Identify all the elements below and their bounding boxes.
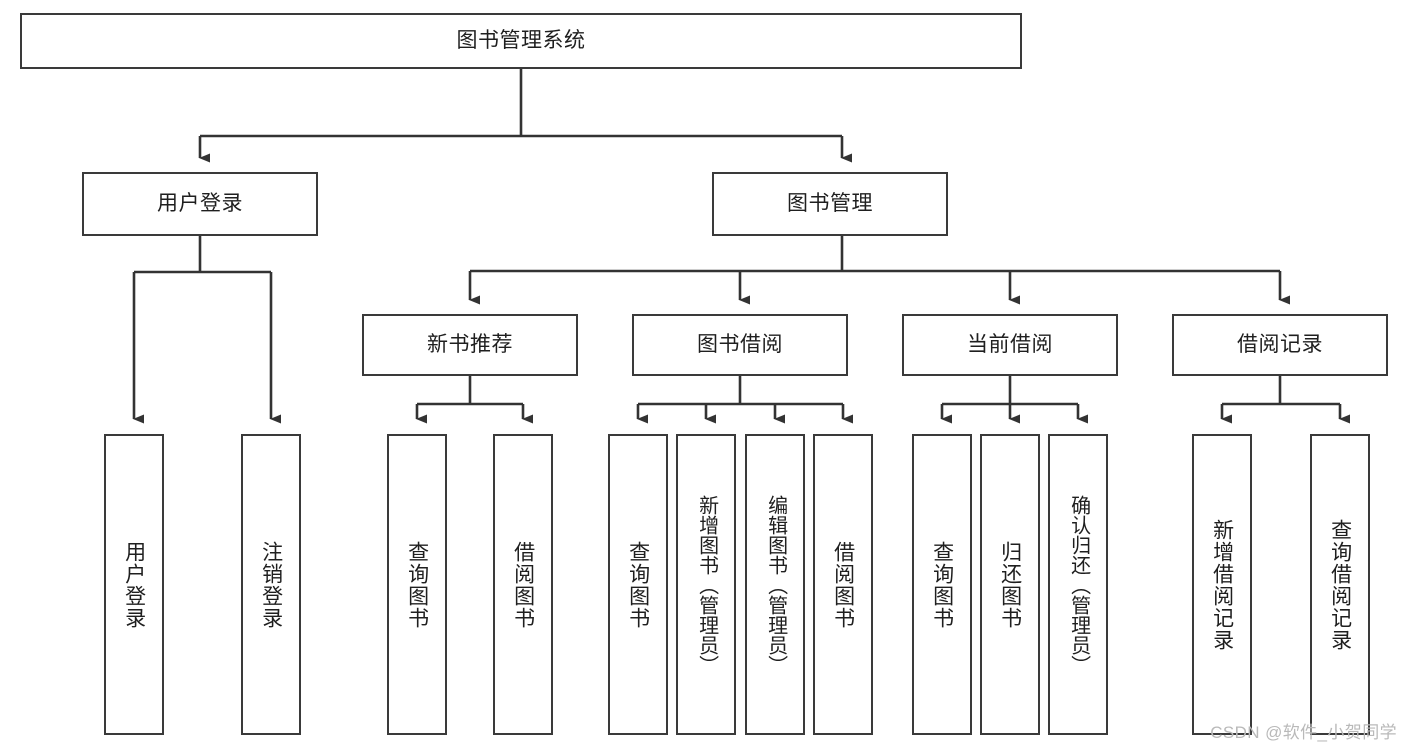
- node-label: 用户登录: [157, 191, 243, 215]
- node-root-book-management-system[interactable]: 图书管理系统: [20, 13, 1022, 69]
- node-label: 图书借阅: [697, 332, 783, 356]
- leaf-label: 新增借阅记录: [1210, 518, 1234, 651]
- node-label: 当前借阅: [967, 332, 1053, 356]
- leaf-label: 查询图书: [626, 540, 650, 629]
- leaf-label: 查询借阅记录: [1328, 518, 1352, 651]
- node-label: 借阅记录: [1237, 332, 1323, 356]
- leaf-label: 用户登录: [122, 540, 146, 629]
- node-label: 图书管理系统: [456, 28, 586, 52]
- leaf-book-borrow-edit-book-admin[interactable]: 编辑图书（管理员）: [745, 434, 805, 735]
- leaf-user-login-login[interactable]: 用户登录: [104, 434, 164, 735]
- leaf-label: 查询图书: [405, 540, 429, 629]
- leaf-label: 编辑图书（管理员）: [764, 494, 787, 675]
- node-book-management[interactable]: 图书管理: [712, 172, 948, 236]
- leaf-new-book-query-book[interactable]: 查询图书: [387, 434, 447, 735]
- leaf-book-borrow-borrow-book[interactable]: 借阅图书: [813, 434, 873, 735]
- node-current-borrow[interactable]: 当前借阅: [902, 314, 1118, 376]
- node-label: 新书推荐: [427, 332, 513, 356]
- leaf-book-borrow-add-book-admin[interactable]: 新增图书（管理员）: [676, 434, 736, 735]
- watermark-text: CSDN @软件_小贺同学: [1210, 723, 1397, 742]
- node-borrow-record[interactable]: 借阅记录: [1172, 314, 1388, 376]
- leaf-book-borrow-query-book[interactable]: 查询图书: [608, 434, 668, 735]
- node-new-book-recommend[interactable]: 新书推荐: [362, 314, 578, 376]
- leaf-current-borrow-confirm-return-admin[interactable]: 确认归还（管理员）: [1048, 434, 1108, 735]
- leaf-label: 借阅图书: [831, 540, 855, 629]
- leaf-label: 归还图书: [998, 540, 1022, 629]
- leaf-user-login-logout[interactable]: 注销登录: [241, 434, 301, 735]
- leaf-new-book-borrow-book[interactable]: 借阅图书: [493, 434, 553, 735]
- leaf-label: 借阅图书: [511, 540, 535, 629]
- leaf-label: 注销登录: [259, 540, 283, 629]
- leaf-label: 查询图书: [930, 540, 954, 629]
- node-label: 图书管理: [787, 191, 873, 215]
- leaf-borrow-record-add-record[interactable]: 新增借阅记录: [1192, 434, 1252, 735]
- node-user-login[interactable]: 用户登录: [82, 172, 318, 236]
- leaf-label: 确认归还（管理员）: [1067, 494, 1090, 675]
- leaf-current-borrow-return-book[interactable]: 归还图书: [980, 434, 1040, 735]
- leaf-borrow-record-query-record[interactable]: 查询借阅记录: [1310, 434, 1370, 735]
- leaf-current-borrow-query-book[interactable]: 查询图书: [912, 434, 972, 735]
- node-book-borrow[interactable]: 图书借阅: [632, 314, 848, 376]
- leaf-label: 新增图书（管理员）: [695, 494, 718, 675]
